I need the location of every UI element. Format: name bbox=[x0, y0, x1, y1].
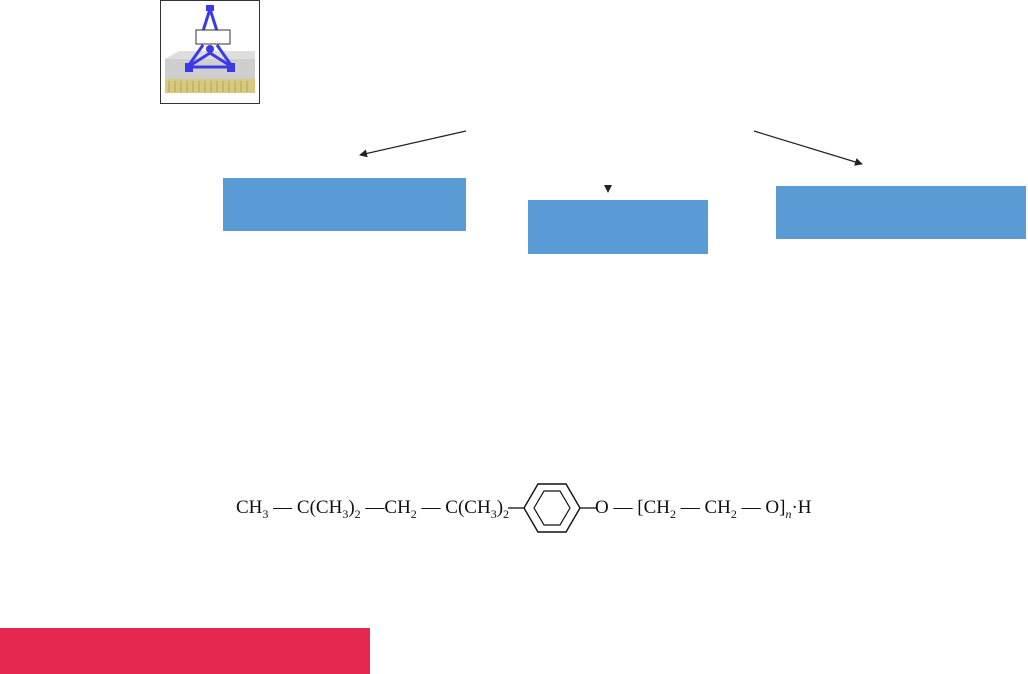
formula-segment-right: O — [CH2 — CH2 — O]n·H bbox=[595, 497, 812, 521]
benzene-ring-icon bbox=[508, 483, 597, 533]
blue-box-right bbox=[776, 186, 1026, 239]
surfactant-logo bbox=[160, 0, 260, 104]
arrow-left bbox=[359, 130, 467, 158]
surfactant-molecule-on-surface-icon bbox=[165, 5, 255, 93]
blue-box-middle bbox=[528, 200, 708, 254]
chemical-formula: CH3 — C(CH3)2 —CH2 — C(CH3)2 O — [CH2 — … bbox=[236, 478, 812, 533]
arrow-right bbox=[753, 130, 863, 166]
formula-segment-left: CH3 — C(CH3)2 —CH2 — C(CH3)2 bbox=[236, 497, 510, 521]
blue-box-left bbox=[223, 178, 466, 231]
bottom-accent-bar bbox=[0, 628, 370, 674]
arrow-middle-head bbox=[604, 185, 612, 193]
